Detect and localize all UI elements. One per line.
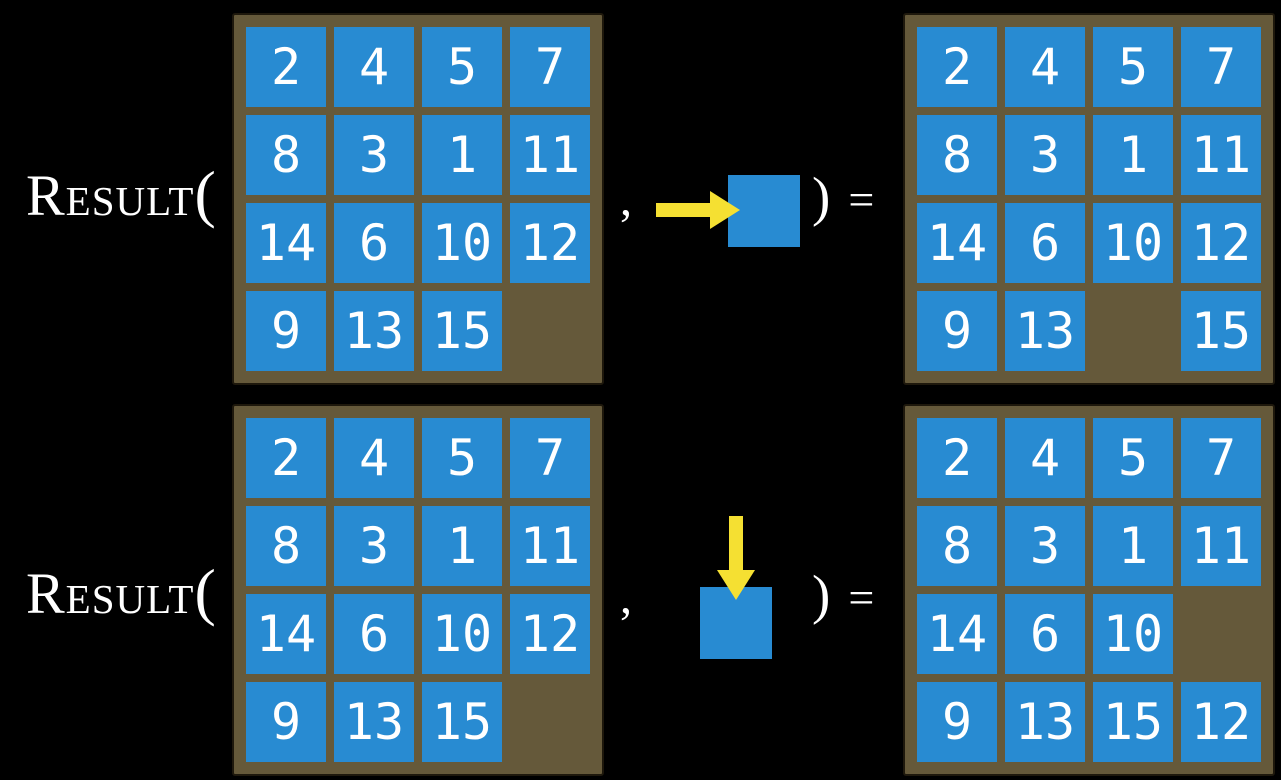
puzzle-tile-11: 11 xyxy=(510,115,590,195)
puzzle-tile-10: 10 xyxy=(1093,594,1173,674)
puzzle-tile-9: 9 xyxy=(917,291,997,371)
puzzle-tile-12: 12 xyxy=(1181,682,1261,762)
puzzle-tile-7: 7 xyxy=(510,27,590,107)
puzzle-tile-5: 5 xyxy=(1093,418,1173,498)
puzzle-tile-14: 14 xyxy=(917,203,997,283)
function-name: Result xyxy=(26,561,195,626)
puzzle-tile-13: 13 xyxy=(334,291,414,371)
comma: , xyxy=(620,173,632,226)
puzzle-tile-12: 12 xyxy=(510,203,590,283)
puzzle-tile-15: 15 xyxy=(422,291,502,371)
puzzle-tile-15: 15 xyxy=(1093,682,1173,762)
puzzle-tile-8: 8 xyxy=(917,506,997,586)
down-arrow-icon xyxy=(717,516,755,600)
puzzle-tile-9: 9 xyxy=(917,682,997,762)
puzzle-tile-10: 10 xyxy=(422,594,502,674)
puzzle-tile-14: 14 xyxy=(246,594,326,674)
puzzle-tile-1: 1 xyxy=(1093,506,1173,586)
equals-sign: = xyxy=(848,572,875,623)
puzzle-tile-3: 3 xyxy=(334,115,414,195)
puzzle-tile-15: 15 xyxy=(1181,291,1261,371)
puzzle-tile-3: 3 xyxy=(1005,115,1085,195)
puzzle-tile-4: 4 xyxy=(1005,418,1085,498)
puzzle-tile-2: 2 xyxy=(246,418,326,498)
puzzle-tile-11: 11 xyxy=(510,506,590,586)
puzzle-tile-7: 7 xyxy=(1181,27,1261,107)
puzzle-tile-5: 5 xyxy=(1093,27,1173,107)
puzzle-tile-5: 5 xyxy=(422,27,502,107)
puzzle-tile-13: 13 xyxy=(334,682,414,762)
open-paren: ( xyxy=(194,158,216,229)
puzzle-tile-11: 11 xyxy=(1181,115,1261,195)
puzzle-tile-13: 13 xyxy=(1005,682,1085,762)
puzzle-tile-6: 6 xyxy=(334,594,414,674)
puzzle-tile-13: 13 xyxy=(1005,291,1085,371)
empty-cell xyxy=(510,291,590,371)
puzzle-tile-2: 2 xyxy=(917,418,997,498)
close-paren-equals: ) = xyxy=(812,169,874,224)
puzzle-tile-15: 15 xyxy=(422,682,502,762)
puzzle-tile-3: 3 xyxy=(334,506,414,586)
puzzle-tile-3: 3 xyxy=(1005,506,1085,586)
puzzle-tile-10: 10 xyxy=(1093,203,1173,283)
comma: , xyxy=(620,571,632,624)
puzzle-tile-1: 1 xyxy=(1093,115,1173,195)
puzzle-tile-7: 7 xyxy=(510,418,590,498)
result-function-label: Result( xyxy=(26,162,216,226)
puzzle-tile-1: 1 xyxy=(422,506,502,586)
puzzle-tile-9: 9 xyxy=(246,682,326,762)
puzzle-tile-4: 4 xyxy=(1005,27,1085,107)
right-arrow-icon xyxy=(656,191,740,229)
puzzle-tile-2: 2 xyxy=(917,27,997,107)
puzzle-tile-6: 6 xyxy=(334,203,414,283)
puzzle-tile-4: 4 xyxy=(334,27,414,107)
puzzle-tile-12: 12 xyxy=(1181,203,1261,283)
puzzle-tile-14: 14 xyxy=(917,594,997,674)
puzzle-tile-7: 7 xyxy=(1181,418,1261,498)
puzzle-tile-14: 14 xyxy=(246,203,326,283)
puzzle-tile-5: 5 xyxy=(422,418,502,498)
puzzle-tile-8: 8 xyxy=(917,115,997,195)
puzzle-tile-10: 10 xyxy=(422,203,502,283)
puzzle-tile-8: 8 xyxy=(246,506,326,586)
close-paren: ) xyxy=(812,166,831,227)
empty-cell xyxy=(510,682,590,762)
open-paren: ( xyxy=(194,556,216,627)
puzzle-tile-1: 1 xyxy=(422,115,502,195)
close-paren-equals: ) = xyxy=(812,567,874,622)
result-function-label: Result( xyxy=(26,560,216,624)
equals-sign: = xyxy=(848,174,875,225)
puzzle-tile-2: 2 xyxy=(246,27,326,107)
puzzle-tile-12: 12 xyxy=(510,594,590,674)
action-tile xyxy=(728,175,800,247)
close-paren: ) xyxy=(812,564,831,625)
puzzle-tile-6: 6 xyxy=(1005,203,1085,283)
puzzle-tile-11: 11 xyxy=(1181,506,1261,586)
function-name: Result xyxy=(26,163,195,228)
puzzle-tile-8: 8 xyxy=(246,115,326,195)
puzzle-tile-6: 6 xyxy=(1005,594,1085,674)
puzzle-tile-9: 9 xyxy=(246,291,326,371)
puzzle-tile-4: 4 xyxy=(334,418,414,498)
empty-cell xyxy=(1181,594,1261,674)
empty-cell xyxy=(1093,291,1173,371)
